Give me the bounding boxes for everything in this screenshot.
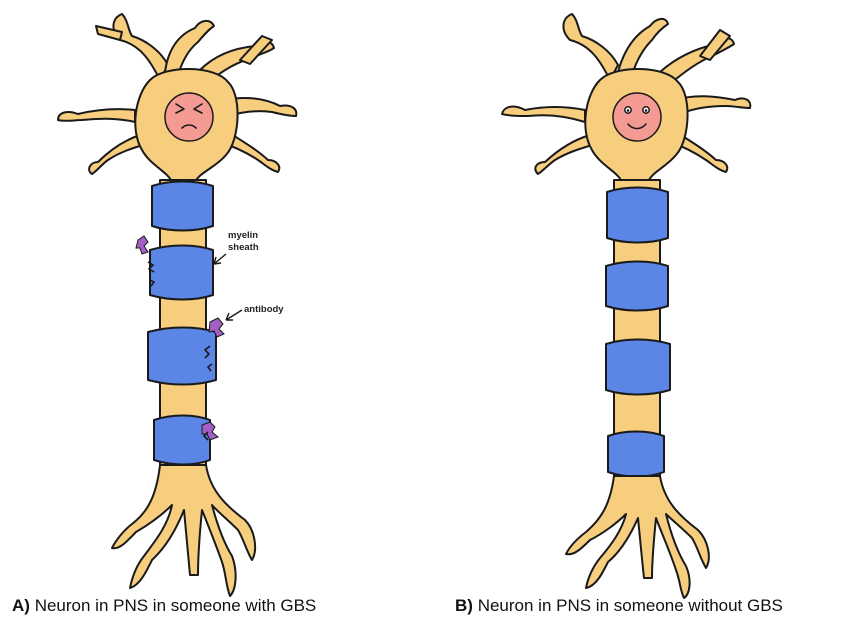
nucleus-a	[164, 92, 214, 142]
antibody-icon	[201, 421, 219, 441]
myelin-sheaths-b	[605, 186, 671, 478]
label-antibody: antibody	[244, 304, 284, 315]
neuron-happy-icon	[624, 106, 650, 130]
antibodies-a	[135, 235, 225, 441]
dendrites-a	[57, 13, 298, 175]
axon-terminals-a	[111, 464, 257, 597]
caption-text-b: Neuron in PNS in someone without GBS	[477, 596, 783, 615]
antibody-icon	[208, 317, 225, 338]
neuron-angry-icon	[175, 103, 203, 129]
caption-letter-a: A)	[12, 596, 30, 615]
label-myelin-line1: myelin	[228, 230, 258, 241]
neuron-b	[501, 13, 752, 599]
arrow-antibody	[225, 309, 243, 321]
myelin-sheaths-a	[147, 180, 217, 466]
annotations-a: myelin sheath antibody	[213, 230, 284, 321]
axon-terminals-b	[565, 475, 710, 599]
arrow-myelin	[213, 253, 227, 265]
neuron-a	[57, 13, 298, 597]
caption-text-a: Neuron in PNS in someone with GBS	[34, 596, 317, 615]
antibody-icon	[135, 235, 149, 255]
nucleus-b	[612, 92, 662, 142]
dendrites-b	[501, 13, 752, 175]
caption-panel-b: B) Neuron in PNS in someone without GBS	[455, 596, 783, 616]
caption-panel-a: A) Neuron in PNS in someone with GBS	[12, 596, 316, 616]
label-myelin-line2: sheath	[228, 242, 259, 253]
caption-letter-b: B)	[455, 596, 473, 615]
damage-marks-a	[147, 261, 213, 441]
